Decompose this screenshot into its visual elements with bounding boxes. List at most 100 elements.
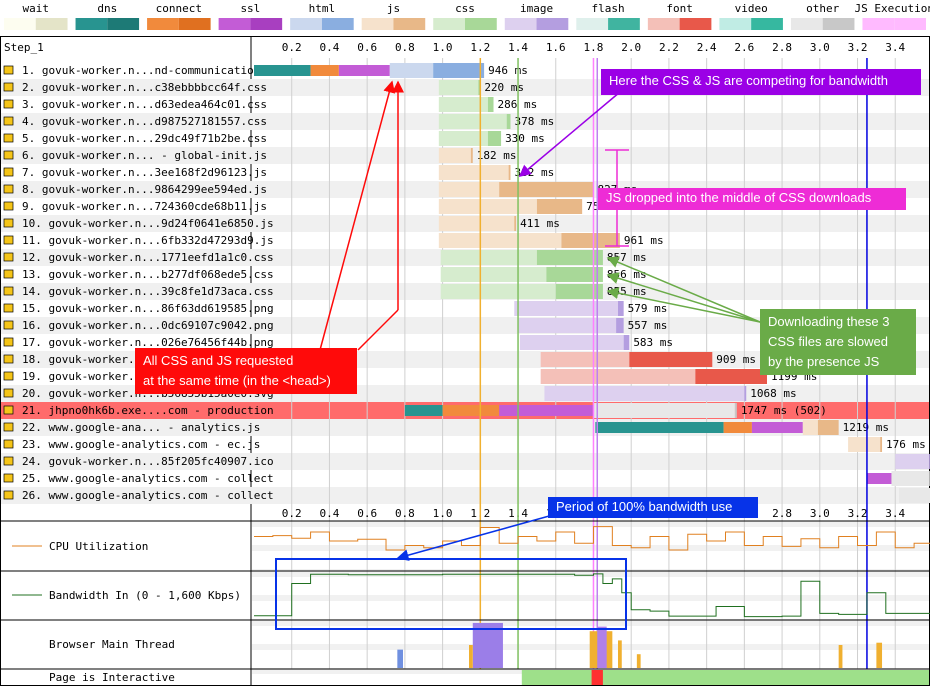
request-label: 25. www.google-analytics.com - collect bbox=[22, 472, 274, 485]
request-bar-download bbox=[617, 301, 624, 316]
row-stripe bbox=[1, 317, 929, 334]
legend-label: video bbox=[735, 2, 768, 15]
request-bar-connect bbox=[723, 422, 752, 433]
legend-swatch bbox=[608, 18, 640, 30]
legend-swatch bbox=[361, 18, 394, 30]
request-bar-wait bbox=[438, 199, 537, 214]
request-bar-download bbox=[817, 420, 839, 435]
main-thread-activity bbox=[617, 640, 622, 668]
request-time: 579 ms bbox=[628, 302, 668, 315]
annotation-line: CSS files are slowed bbox=[768, 334, 888, 349]
request-bar-wait bbox=[440, 250, 537, 265]
lock-icon bbox=[3, 252, 14, 262]
request-bar-download bbox=[555, 284, 603, 299]
x-tick-top: 3.4 bbox=[885, 41, 905, 54]
request-bar-wait bbox=[438, 114, 507, 129]
legend-label: js bbox=[387, 2, 400, 15]
request-bar-ssl bbox=[866, 473, 892, 484]
legend-swatch bbox=[862, 18, 895, 30]
request-bar-wait bbox=[518, 318, 617, 333]
request-bar-wait bbox=[440, 267, 547, 282]
arrow-purple bbox=[518, 91, 621, 177]
request-time: 378 ms bbox=[514, 115, 554, 128]
arrow-green bbox=[606, 287, 761, 323]
cpu-label: CPU Utilization bbox=[49, 540, 148, 553]
lock-icon bbox=[3, 439, 14, 449]
legend-swatch bbox=[679, 18, 712, 30]
request-bar-wait bbox=[438, 165, 509, 180]
grid-stripe bbox=[252, 571, 929, 577]
x-tick-top: 0.2 bbox=[282, 41, 302, 54]
request-label: 9. govuk-worker.n...724360cde68b11.js bbox=[22, 200, 267, 213]
request-bar-download bbox=[880, 437, 883, 452]
legend-swatch bbox=[790, 18, 823, 30]
request-time: 182 ms bbox=[477, 149, 517, 162]
request-bar-wait bbox=[440, 284, 556, 299]
x-tick-top: 1.4 bbox=[508, 41, 528, 54]
request-label: 5. govuk-worker.n...29dc49f71b2be.css bbox=[22, 132, 267, 145]
request-bar-download bbox=[514, 216, 517, 231]
legend-swatch bbox=[107, 18, 140, 30]
request-time: 382 ms bbox=[514, 166, 554, 179]
request-bar-download bbox=[623, 335, 630, 350]
x-tick-top: 2.8 bbox=[772, 41, 792, 54]
request-bar-download bbox=[487, 97, 494, 112]
grid-stripe bbox=[252, 595, 929, 601]
request-time: 909 ms bbox=[716, 353, 756, 366]
main-thread-activity bbox=[838, 645, 843, 668]
legend-swatch bbox=[822, 18, 855, 30]
request-label: 1. govuk-worker.n...nd-communications bbox=[22, 64, 267, 77]
x-tick-top: 3.0 bbox=[810, 41, 830, 54]
grid-stripe bbox=[252, 620, 929, 626]
request-bar-download bbox=[744, 386, 747, 401]
request-bar-wait bbox=[544, 386, 745, 401]
request-bar-dns bbox=[595, 422, 724, 433]
lock-icon bbox=[3, 405, 14, 415]
request-bar-wait bbox=[514, 301, 618, 316]
main-thread-activity bbox=[469, 645, 473, 668]
arrow-green bbox=[606, 256, 761, 323]
legend-label: ssl bbox=[240, 2, 260, 15]
request-bar-download bbox=[695, 369, 767, 384]
request-bar-wait bbox=[895, 454, 930, 469]
annotation-line: Downloading these 3 bbox=[768, 314, 890, 329]
request-label: 19. govuk-worker.n... bbox=[22, 370, 161, 383]
lock-icon bbox=[3, 269, 14, 279]
request-label: 12. govuk-worker.n...1771eefd1a1c0.css bbox=[22, 251, 274, 264]
x-tick-top: 2.2 bbox=[659, 41, 679, 54]
request-bar-dns bbox=[404, 405, 443, 416]
lock-icon bbox=[3, 422, 14, 432]
lock-icon bbox=[3, 473, 14, 483]
x-tick-top: 0.6 bbox=[357, 41, 377, 54]
lock-icon bbox=[3, 388, 14, 398]
x-tick-bottom: 2.8 bbox=[772, 507, 792, 520]
legend-label: css bbox=[455, 2, 475, 15]
request-label: 6. govuk-worker.n... - global-init.js bbox=[22, 149, 267, 162]
request-time: 856 ms bbox=[607, 268, 647, 281]
interactive-block bbox=[591, 670, 603, 685]
x-tick-top: 0.4 bbox=[320, 41, 340, 54]
legend-swatch bbox=[290, 18, 322, 30]
request-label: 13. govuk-worker.n...b277df068ede5.css bbox=[22, 268, 274, 281]
cpu-line bbox=[254, 526, 930, 551]
request-bar-download bbox=[536, 250, 603, 265]
x-tick-bottom: 0.6 bbox=[357, 507, 377, 520]
grid-stripe bbox=[252, 521, 929, 527]
x-tick-top: 2.4 bbox=[697, 41, 717, 54]
arrow-red bbox=[357, 309, 399, 351]
request-bar-wait bbox=[438, 216, 515, 231]
request-bar-wait bbox=[540, 352, 630, 367]
legend-swatch bbox=[75, 18, 108, 30]
annotation-css-slowed: Downloading these 3 CSS files are slowed… bbox=[760, 309, 916, 375]
lock-icon bbox=[3, 150, 14, 160]
grid-stripe bbox=[252, 545, 929, 551]
request-bar-download bbox=[616, 318, 624, 333]
main-thread-activity bbox=[636, 654, 641, 668]
legend-swatch bbox=[321, 18, 354, 30]
request-time: 411 ms bbox=[520, 217, 560, 230]
x-tick-bottom: 0.8 bbox=[395, 507, 415, 520]
request-label: 4. govuk-worker.n...d987527181557.css bbox=[22, 115, 267, 128]
request-label: 11. govuk-worker.n...6fb332d47293d9.js bbox=[22, 234, 274, 247]
legend-swatch bbox=[465, 18, 497, 30]
annotation-bandwidth-period: Period of 100% bandwidth use bbox=[548, 497, 758, 518]
